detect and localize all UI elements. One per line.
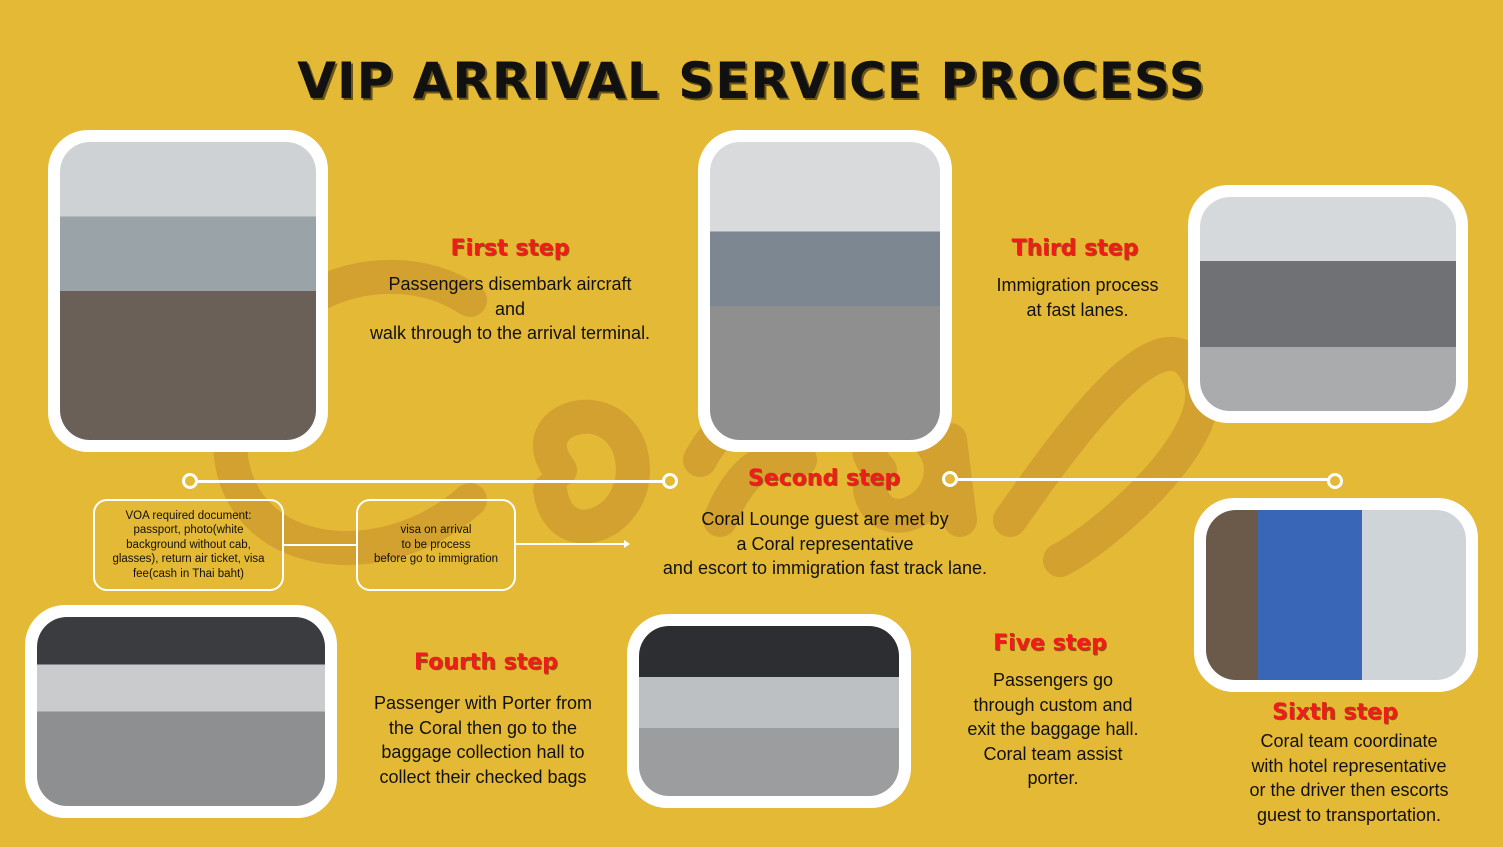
text-line: a Coral representative (736, 533, 914, 554)
text-line: the Coral then go to the (388, 717, 578, 738)
photo-coral-representatives (698, 130, 952, 452)
timeline-dot (942, 471, 958, 487)
photo-arrival-terminal (48, 130, 328, 452)
step-2-title: Second step (747, 466, 901, 491)
text-line: at fast lanes. (1026, 299, 1129, 320)
text-line: walk through to the arrival terminal. (369, 323, 651, 343)
step-4-title: Fourth step (414, 650, 558, 675)
text-line: or the driver then escorts (1249, 780, 1449, 800)
step-6-text: Coral team coordinate with hotel represen… (1215, 729, 1483, 827)
text-line: Coral Lounge guest are met by (701, 509, 949, 529)
timeline-line-right (950, 478, 1335, 481)
timeline-dot (182, 473, 198, 489)
text-line: collect their checked bags (379, 766, 587, 787)
voa-documents-box: VOA required document: passport, photo(wh… (93, 499, 284, 591)
text-line: guest to transportation. (1256, 804, 1442, 825)
text-line: Passengers disembark aircraft (388, 274, 632, 294)
text-line: Passengers go (992, 670, 1114, 690)
timeline-dot (1327, 473, 1343, 489)
step-1-text: Passengers disembark aircraft and walk thr… (330, 272, 690, 346)
text-line: baggage collection hall to (381, 742, 585, 762)
text-line: through custom and (973, 694, 1133, 715)
photo-immigration-lane (1188, 185, 1468, 423)
arrow-head-icon (624, 540, 630, 548)
timeline-line-left (190, 480, 670, 483)
step-5-title: Five step (993, 631, 1107, 656)
text-line: visa on arrival (400, 524, 472, 537)
step-3-title: Third step (1011, 236, 1139, 261)
photo-customs (627, 614, 911, 808)
step-5-text: Passengers go through custom and exit the … (938, 668, 1168, 791)
photo-baggage-hall (25, 605, 337, 818)
step-1-title: First step (450, 236, 570, 261)
text-line: fee(cash in Thai baht) (132, 567, 244, 580)
text-line: Coral team assist (983, 743, 1123, 764)
text-line: VOA required document: (125, 509, 252, 522)
connector-line (284, 544, 357, 546)
arrow-line (516, 543, 626, 545)
page-title: VIP ARRIVAL SERVICE PROCESS (297, 52, 1206, 110)
text-line: and escort to immigration fast track lan… (662, 558, 988, 578)
text-line: porter. (1027, 768, 1079, 788)
photo-exit-transportation (1194, 498, 1478, 692)
step-2-text: Coral Lounge guest are met by a Coral rep… (600, 507, 1050, 581)
text-line: Coral team coordinate (1260, 731, 1438, 751)
text-line: and (494, 298, 526, 319)
text-line: to be process (401, 538, 471, 551)
text-line: Passenger with Porter from (373, 693, 593, 713)
text-line: glasses), return air ticket, visa (112, 553, 265, 566)
step-4-text: Passenger with Porter from the Coral then… (342, 691, 624, 789)
text-line: background without cab, (126, 538, 251, 551)
text-line: before go to immigration (373, 553, 498, 566)
text-line: with hotel representative (1251, 755, 1447, 776)
text-line: passport, photo(white (133, 524, 244, 537)
text-line: Immigration process (996, 275, 1159, 295)
timeline-dot (662, 473, 678, 489)
step-6-title: Sixth step (1272, 700, 1398, 725)
text-line: exit the baggage hall. (967, 719, 1139, 739)
step-3-text: Immigration process at fast lanes. (965, 273, 1190, 322)
